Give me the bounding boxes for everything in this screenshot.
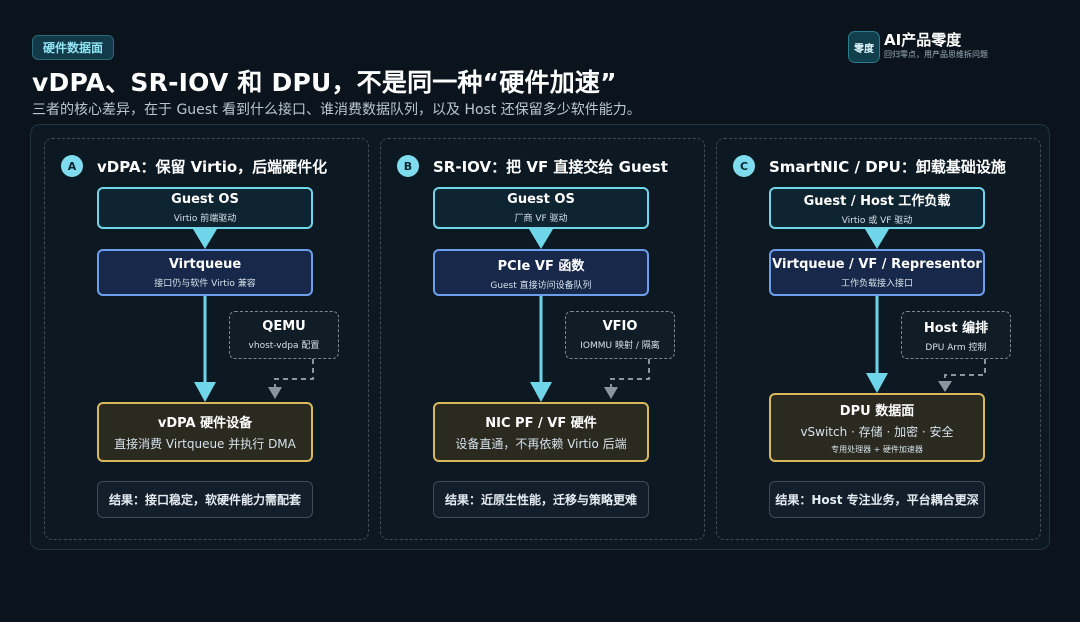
- result-box: 结果：接口稳定，软硬件能力需配套: [97, 481, 313, 518]
- box-subtitle: Guest 直接访问设备队列: [490, 280, 592, 291]
- box-subtitle: Virtio 或 VF 驱动: [841, 216, 913, 226]
- vfio-box: VFIO IOMMU 映射 / 隔离: [565, 311, 675, 359]
- arrow-head: [530, 382, 552, 402]
- arrow-head: [194, 382, 216, 402]
- flow-arrows: [193, 229, 314, 402]
- section-tag: 硬件数据面: [32, 35, 115, 60]
- box-subtitle: Virtio 前端驱动: [173, 214, 237, 224]
- panel-badge: C: [733, 155, 755, 177]
- virtqueue-box: Virtqueue 接口仍与软件 Virtio 兼容: [97, 249, 313, 296]
- panel-vdpa: A vDPA：保留 Virtio，后端硬件化 Guest OS Virtio 前…: [44, 138, 369, 540]
- box-subtitle: 直接消费 Virtqueue 并执行 DMA: [114, 437, 296, 451]
- box-title: Guest OS: [171, 192, 239, 207]
- host-orchestration-box: Host 编排 DPU Arm 控制: [901, 311, 1011, 359]
- arrow-head: [604, 387, 618, 399]
- nic-hardware-box: NIC PF / VF 硬件 设备直通，不再依赖 Virtio 后端: [433, 402, 649, 462]
- box-title: Host 编排: [923, 321, 989, 336]
- page-subtitle: 三者的核心差异，在于 Guest 看到什么接口、谁消费数据队列，以及 Host …: [32, 102, 641, 118]
- box-title: Guest / Host 工作负载: [803, 194, 951, 209]
- panel-badge: A: [61, 155, 83, 177]
- arrow-head: [529, 229, 553, 249]
- flow-arrows: [529, 229, 650, 402]
- brand-name: AI产品零度: [884, 31, 962, 49]
- box-title: Virtqueue / VF / Representor: [772, 256, 982, 272]
- brand-logo-icon: 零度: [848, 31, 880, 63]
- arrow-head: [193, 229, 217, 249]
- dashed-arrow: [944, 359, 986, 381]
- workload-box: Guest / Host 工作负载 Virtio 或 VF 驱动: [769, 187, 985, 229]
- box-title: PCIe VF 函数: [497, 258, 585, 274]
- result-box: 结果：Host 专注业务，平台耦合更深: [769, 481, 985, 518]
- brand: 零度 AI产品零度 回归零点，用产品思维拆问题: [848, 29, 1048, 69]
- flow-arrows: [865, 229, 986, 393]
- dashed-arrow: [274, 359, 314, 387]
- interface-box: Virtqueue / VF / Representor 工作负载接入接口: [769, 249, 985, 296]
- guest-os-box: Guest OS 厂商 VF 驱动: [433, 187, 649, 229]
- box-subtitle: 工作负载接入接口: [840, 278, 913, 289]
- panel-sriov: B SR-IOV：把 VF 直接交给 Guest Guest OS 厂商 VF …: [380, 138, 705, 540]
- box-note: 专用处理器 + 硬件加速器: [831, 445, 923, 454]
- box-subtitle: 接口仍与软件 Virtio 兼容: [154, 278, 256, 289]
- arrow-head: [866, 373, 888, 393]
- arrow-head: [268, 387, 282, 399]
- page-title: vDPA、SR-IOV 和 DPU，不是同一种“硬件加速”: [32, 68, 617, 97]
- qemu-box: QEMU vhost-vdpa 配置: [229, 311, 339, 359]
- panel-title: SR-IOV：把 VF 直接交给 Guest: [433, 157, 668, 176]
- box-title: Guest OS: [507, 192, 575, 207]
- box-subtitle: IOMMU 映射 / 隔离: [580, 341, 660, 351]
- panel-dpu: C SmartNIC / DPU：卸载基础设施 Guest / Host 工作负…: [716, 138, 1041, 540]
- box-subtitle: 厂商 VF 驱动: [514, 214, 568, 224]
- brand-tagline: 回归零点，用产品思维拆问题: [884, 50, 988, 59]
- box-title: QEMU: [262, 319, 306, 334]
- panel-badge: B: [397, 155, 419, 177]
- guest-os-box: Guest OS Virtio 前端驱动: [97, 187, 313, 229]
- box-title: DPU 数据面: [839, 404, 915, 419]
- box-subtitle: vSwitch · 存储 · 加密 · 安全: [800, 425, 954, 439]
- vdpa-hardware-box: vDPA 硬件设备 直接消费 Virtqueue 并执行 DMA: [97, 402, 313, 462]
- box-title: NIC PF / VF 硬件: [485, 416, 597, 431]
- dpu-dataplane-box: DPU 数据面 vSwitch · 存储 · 加密 · 安全 专用处理器 + 硬…: [769, 393, 985, 462]
- arrow-head: [865, 229, 889, 249]
- panel-title: vDPA：保留 Virtio，后端硬件化: [97, 157, 328, 176]
- box-title: Virtqueue: [168, 256, 242, 272]
- panel-title: SmartNIC / DPU：卸载基础设施: [769, 157, 1006, 176]
- box-title: VFIO: [602, 319, 638, 334]
- result-box: 结果：近原生性能，迁移与策略更难: [433, 481, 649, 518]
- dashed-arrow: [610, 359, 650, 387]
- box-title: vDPA 硬件设备: [157, 416, 253, 431]
- pcie-vf-box: PCIe VF 函数 Guest 直接访问设备队列: [433, 249, 649, 296]
- box-subtitle: vhost-vdpa 配置: [248, 341, 320, 351]
- box-subtitle: 设备直通，不再依赖 Virtio 后端: [455, 437, 627, 451]
- arrow-head: [938, 381, 952, 392]
- box-subtitle: DPU Arm 控制: [925, 343, 987, 353]
